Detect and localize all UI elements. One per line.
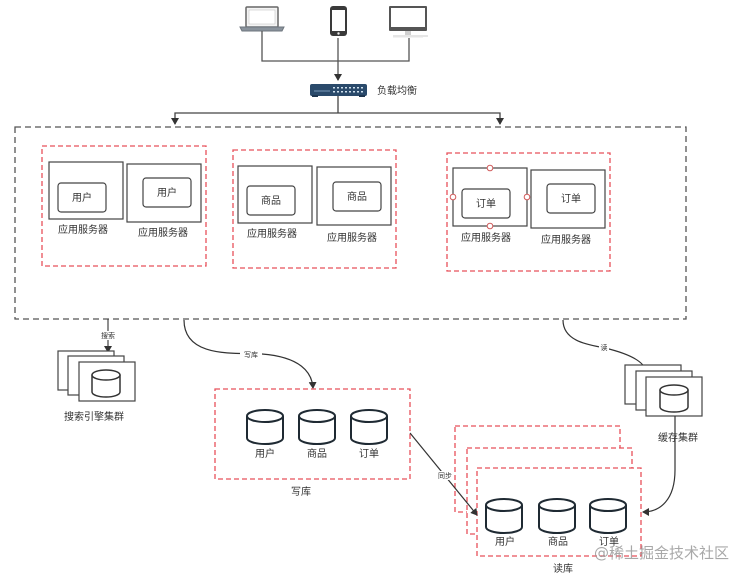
connection-point <box>486 164 494 172</box>
sync-edge-label: 同步 <box>438 472 452 480</box>
module-label: 用户 <box>72 191 92 204</box>
server-label: 应用服务器 <box>138 226 188 239</box>
server-label: 应用服务器 <box>58 223 108 236</box>
db-label: 用户 <box>255 447 275 460</box>
write-db-label: 写库 <box>291 485 311 498</box>
read-edge-label: 读 <box>601 343 608 352</box>
sync-edge: 同步 <box>409 432 478 516</box>
module-label: 商品 <box>347 190 367 203</box>
cache-cluster-label: 缓存集群 <box>658 431 698 444</box>
server-label: 应用服务器 <box>541 233 591 246</box>
write-edge-label: 写库 <box>244 350 258 359</box>
load-balancer-label: 负载均衡 <box>377 84 417 97</box>
database-icon <box>589 498 627 534</box>
module-box <box>57 182 107 213</box>
search-engine-cluster-icon <box>57 350 136 402</box>
read-db-label: 读库 <box>553 562 573 575</box>
cache-cluster-icon <box>624 364 703 417</box>
watermark: @稀土掘金技术社区 <box>594 544 729 562</box>
connection-point <box>523 193 531 201</box>
app-group-user: 用户 应用服务器 用户 应用服务器 <box>41 145 207 267</box>
module-label: 订单 <box>476 198 496 210</box>
module-label: 商品 <box>261 194 281 207</box>
write-db-group: 用户 商品 订单 <box>214 388 411 480</box>
db-label: 商品 <box>548 535 568 548</box>
load-balancer-switch-icon <box>310 84 367 97</box>
read-edge: 读 <box>562 319 649 372</box>
server-label: 应用服务器 <box>461 231 511 244</box>
module-label: 用户 <box>157 186 177 199</box>
search-edge: 搜索 <box>100 319 116 353</box>
lb-connectors <box>171 96 504 125</box>
app-group-order: 订单 应用服务器 订单 应用服务器 <box>446 152 611 272</box>
client-connectors <box>261 31 410 81</box>
db-label: 订单 <box>359 448 379 460</box>
module-box <box>332 181 382 212</box>
module-label: 订单 <box>561 193 581 205</box>
connection-point <box>486 222 494 230</box>
app-group-product: 商品 应用服务器 商品 应用服务器 <box>232 149 397 269</box>
module-box <box>246 185 296 216</box>
app-cluster-boundary <box>14 126 687 320</box>
db-label: 商品 <box>307 447 327 460</box>
database-icon <box>298 409 336 445</box>
db-label: 用户 <box>495 535 515 548</box>
mobile-phone-icon <box>330 6 347 36</box>
database-icon <box>538 498 576 534</box>
search-cluster-label: 搜索引擎集群 <box>64 410 124 423</box>
desktop-monitor-icon <box>389 6 428 38</box>
server-label: 应用服务器 <box>327 231 377 244</box>
server-label: 应用服务器 <box>247 227 297 240</box>
cache-to-readdb-edge <box>642 416 676 516</box>
read-db-stack: 用户 商品 订单 <box>454 425 642 557</box>
module-box <box>546 183 596 214</box>
database-icon <box>350 409 388 445</box>
module-box <box>461 188 511 219</box>
connection-point <box>449 193 457 201</box>
module-box <box>142 177 192 208</box>
search-edge-label: 搜索 <box>101 331 115 340</box>
database-icon <box>246 409 284 445</box>
laptop-icon <box>239 6 285 32</box>
database-icon <box>485 498 523 534</box>
db-label: 订单 <box>599 536 619 548</box>
write-edge: 写库 <box>183 319 317 389</box>
